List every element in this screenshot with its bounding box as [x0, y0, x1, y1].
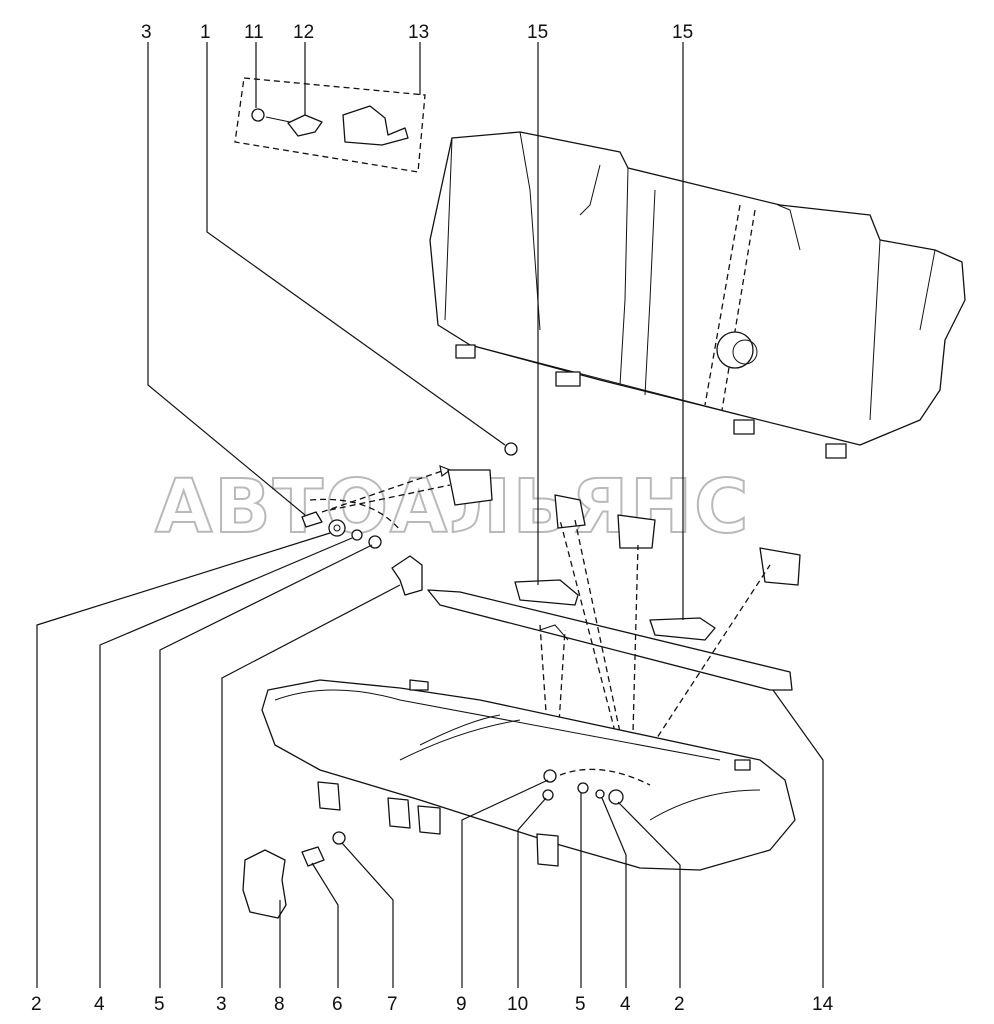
- callout-12: 12: [293, 22, 314, 43]
- callout-7: 7: [387, 994, 398, 1015]
- part-12-plate: [287, 114, 323, 137]
- callout-2-right: 2: [674, 994, 685, 1015]
- callout-9: 9: [456, 994, 467, 1015]
- callout-5-left: 5: [154, 994, 165, 1015]
- callout-4-right: 4: [620, 994, 631, 1015]
- part-11-screw: [251, 108, 265, 122]
- callout-3-bottom: 3: [216, 994, 227, 1015]
- callout-5-right: 5: [575, 994, 586, 1015]
- part-7-nut: [332, 831, 346, 845]
- part-6-bolt: [301, 846, 325, 867]
- part-13-bracket: [342, 105, 409, 146]
- callout-15-right: 15: [672, 22, 693, 43]
- hinge-bracket-3: [759, 547, 801, 586]
- callout-2-left: 2: [31, 994, 42, 1015]
- part-8-cover: [242, 849, 287, 919]
- hinge-bracket-left: [447, 469, 493, 506]
- callout-6: 6: [332, 994, 343, 1015]
- callout-3-top: 3: [141, 22, 152, 43]
- inset-detail-box: [234, 77, 426, 173]
- part-3-bracket: [391, 555, 423, 596]
- callout-8: 8: [274, 994, 285, 1015]
- callout-4-left: 4: [94, 994, 105, 1015]
- callout-10: 10: [507, 994, 528, 1015]
- seat-back: [429, 131, 966, 459]
- callout-14: 14: [812, 994, 834, 1015]
- callout-1: 1: [200, 22, 211, 43]
- seat-cushion: [261, 679, 796, 871]
- callout-15-left: 15: [527, 22, 548, 43]
- part-14-rail: [427, 579, 793, 691]
- callout-11: 11: [244, 22, 264, 43]
- hinge-bracket-1: [554, 494, 586, 529]
- callout-13: 13: [408, 22, 429, 43]
- hinge-bracket-2: [617, 514, 656, 549]
- left-fasteners: [301, 442, 518, 549]
